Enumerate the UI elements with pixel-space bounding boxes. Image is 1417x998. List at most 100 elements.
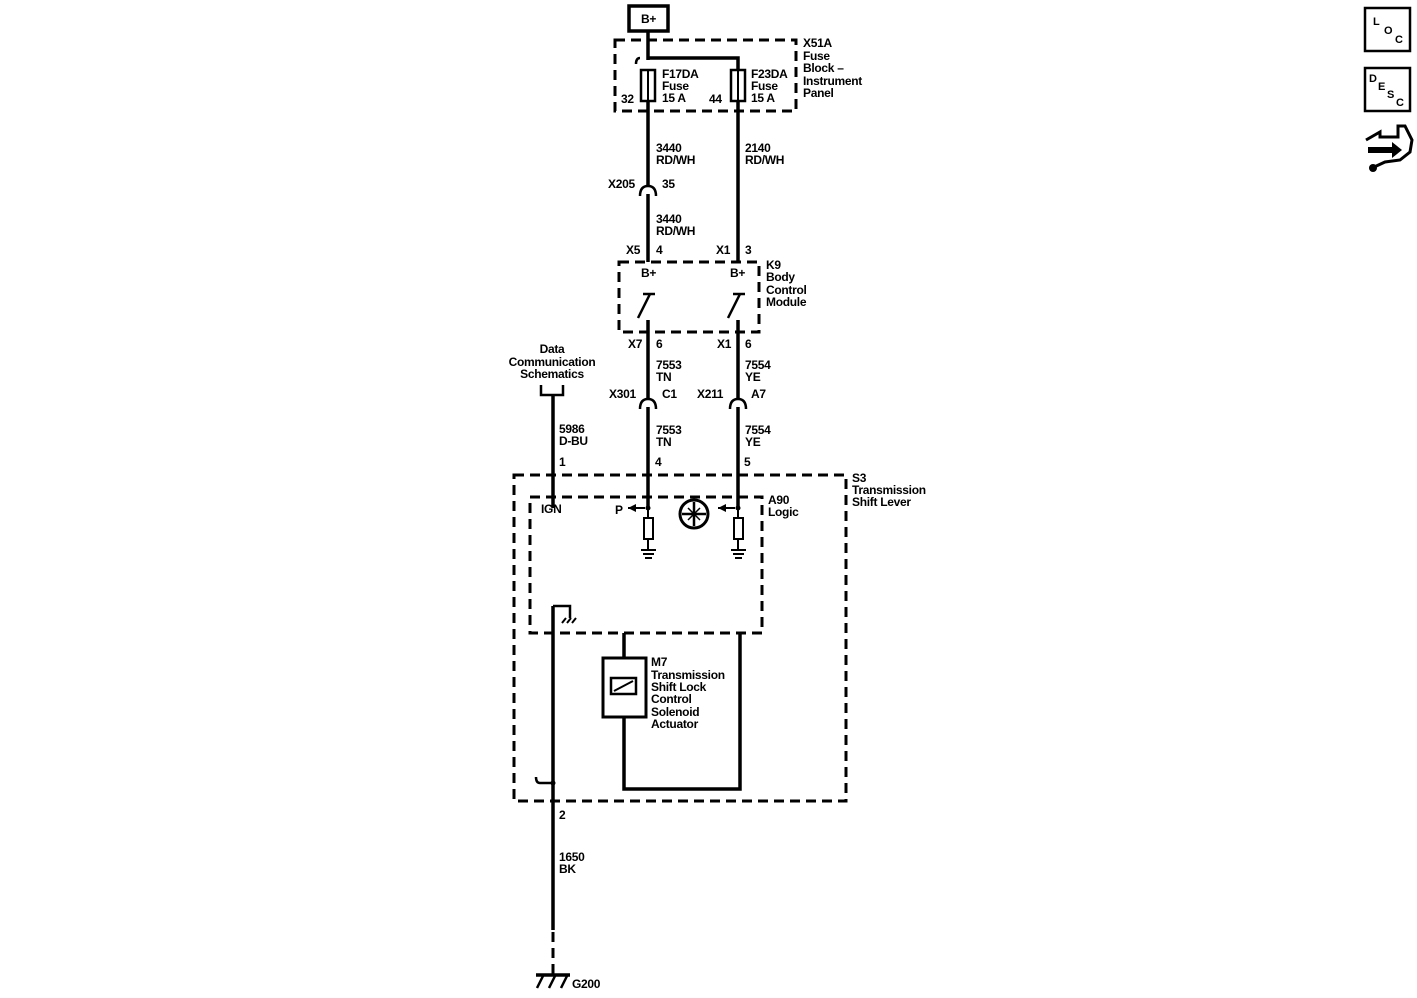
solenoid-name-line: Transmission [651,668,725,682]
wire-circuit-label: 1650 [559,850,585,864]
shift-lever-pin: 1 [559,455,566,469]
shift-lock-solenoid: M7 Transmission Shift Lock Control Solen… [601,655,725,731]
wire-circuit-label: 2140 [745,141,771,155]
fuse-block-name-line: Fuse [803,49,830,63]
switch-blade [726,293,742,319]
data-communication-reference[interactable]: Data Communication Schematics [509,342,596,397]
wire-circuit-label: 3440 [656,212,682,226]
solenoid-name-line: Solenoid [651,705,699,719]
connector-pin: 6 [656,337,663,351]
desc-letter: D [1369,73,1377,85]
fuse-f17da: F17DA Fuse 15 A 32 [621,67,699,106]
connector-pin: 35 [662,177,675,191]
connector-id: X5 [626,243,641,257]
data-comm-line: Data [540,342,565,356]
connector-pin: 6 [745,337,752,351]
wire-color-label: RD/WH [745,153,784,167]
p-label: P [615,503,623,517]
solenoid-name-line: Actuator [651,717,699,731]
bcm-name-line: Control [766,283,807,297]
logic-id: A90 [768,493,790,507]
solenoid-name-line: Shift Lock [651,680,707,694]
wire-color-label: YE [745,435,761,449]
bcm-id: K9 [766,258,781,272]
wire-circuit-label: 7554 [745,358,771,372]
connector-pin: 3 [745,243,752,257]
shift-lever-name-line: Shift Lever [852,495,911,509]
fuse-block-name-line: Block – [803,61,844,75]
transmission-shift-lever: S3 Transmission Shift Lever 1 4 5 2 [512,455,926,822]
shift-lever-id: S3 [852,471,867,485]
connector-x301: X301 C1 [609,387,678,410]
wire-color-label: YE [745,370,761,384]
fuse-pin: 32 [621,92,634,106]
data-comm-line: Communication [509,355,596,369]
shift-lever-pin: 4 [655,455,662,469]
connector-pin: C1 [662,387,677,401]
fuse-id: F17DA [662,67,699,81]
wire-color-label: TN [656,370,671,384]
fuse-rating: 15 A [751,91,775,105]
connector-pin: 4 [656,243,663,257]
fuse-f23da: F23DA Fuse 15 A 44 [709,67,788,106]
bus-tap-mark [634,56,641,65]
connector-id: X1 [716,243,731,257]
power-source-b-plus: B+ [627,4,670,33]
fuse-block: X51A Fuse Block – Instrument Panel [613,36,863,113]
connector-id: X301 [609,387,636,401]
switch-blade [636,293,652,319]
connector-pin: A7 [751,387,766,401]
ground-g200: G200 [535,973,601,991]
connector-id: X1 [717,337,732,351]
solenoid-id: M7 [651,655,668,669]
wire-fuse-bus [648,56,740,70]
connector-id: X211 [697,387,724,401]
wire-circuit-label: 3440 [656,141,682,155]
fuse-pin: 44 [709,92,722,106]
location-button[interactable]: L O C [1363,6,1412,53]
shift-lever-pin: 5 [744,455,751,469]
wire-circuit-label: 7554 [745,423,771,437]
wire-circuit-label: 7553 [656,423,682,437]
loc-letter: O [1384,25,1393,37]
connector-x205: X205 35 [608,177,676,197]
fuse-block-name-line: Panel [803,86,834,100]
connector-id: X205 [608,177,635,191]
wire-circuit-label: 5986 [559,422,585,436]
desc-letter: E [1378,81,1385,93]
ground-id: G200 [572,977,601,991]
bcm-name-line: Module [766,295,807,309]
wire-color-label: TN [656,435,671,449]
wire-color-label: BK [559,862,576,876]
fuse-id: F23DA [751,67,788,81]
loc-letter: L [1373,16,1380,28]
description-button[interactable]: D E S C [1363,66,1412,113]
connector-view-icon[interactable] [1365,124,1414,172]
fuse-type: Fuse [662,79,689,93]
data-comm-line: Schematics [520,367,584,381]
internal-ground-icon [553,604,577,624]
fuse-rating: 15 A [662,91,686,105]
connector-id: X7 [628,337,643,351]
esd-sensitive-icon [678,498,710,530]
bcm-input-label: B+ [730,266,745,280]
wire-color-label: D-BU [559,434,588,448]
splice-tap [534,776,553,785]
logic-input-p [628,504,656,559]
logic-name: Logic [768,505,799,519]
bcm-name-line: Body [766,270,795,284]
bcm-input-label: B+ [641,266,656,280]
fuse-type: Fuse [751,79,778,93]
wire-color-label: RD/WH [656,153,695,167]
fuse-block-id: X51A [803,36,832,50]
power-label: B+ [641,12,656,26]
ign-label: IGN [541,502,561,516]
logic-input-2 [718,504,746,559]
desc-letter: S [1387,89,1394,101]
desc-letter: C [1396,97,1404,109]
fuse-block-name-line: Instrument [803,74,862,88]
shift-lever-pin: 2 [559,808,566,822]
wire-color-label: RD/WH [656,224,695,238]
loc-letter: C [1395,34,1403,46]
